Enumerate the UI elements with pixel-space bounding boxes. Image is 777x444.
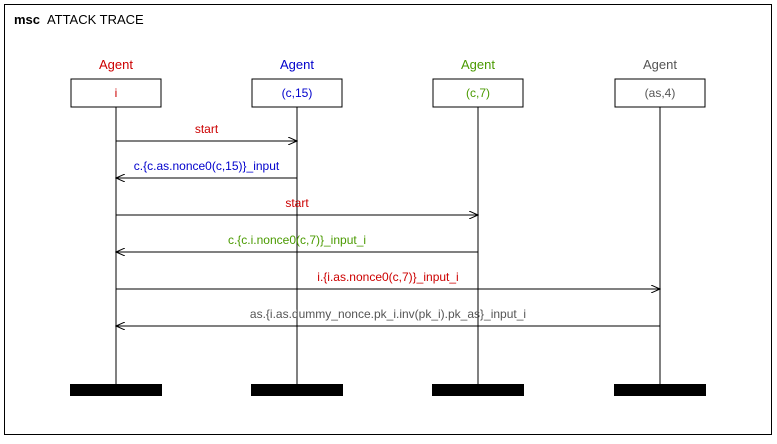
message-label: start [195,122,219,136]
agent-role-label: Agent [461,57,495,72]
agent-role-label: Agent [643,57,677,72]
lifeline-0: Agent i [70,57,162,396]
agent-role-label: Agent [280,57,314,72]
title-text: ATTACK TRACE [47,12,144,27]
message-label: as.{i.as.dummy_nonce.pk_i.inv(pk_i).pk_a… [250,307,526,321]
lifeline-end-bar [70,384,162,396]
agent-name-label: (as,4) [645,86,676,100]
lifeline-end-bar [614,384,706,396]
message-label: c.{c.i.nonce0(c,7)}_input_i [228,233,366,247]
agent-box [614,78,706,108]
agent-name-label: (c,7) [466,86,490,100]
title-prefix: msc [14,12,40,27]
message-0: start [116,122,297,141]
lifeline-1: Agent (c,15) [251,57,343,396]
message-label: start [285,196,309,210]
diagram-frame [4,4,772,435]
lifeline-3: Agent (as,4) [614,57,706,396]
agent-box [432,78,524,108]
lifeline-end-bar [251,384,343,396]
lifeline-2: Agent (c,7) [432,57,524,396]
lifeline-end-bar [432,384,524,396]
message-label: c.{c.as.nonce0(c,15)}_input [134,159,280,173]
agent-role-label: Agent [99,57,133,72]
agent-box [251,78,343,108]
agent-name-label: i [115,86,118,100]
message-4: i.{i.as.nonce0(c,7)}_input_i [116,270,660,289]
message-1: c.{c.as.nonce0(c,15)}_input [116,159,297,178]
message-3: c.{c.i.nonce0(c,7)}_input_i [116,233,478,252]
message-5: as.{i.as.dummy_nonce.pk_i.inv(pk_i).pk_a… [116,307,660,326]
message-2: start [116,196,478,215]
agent-name-label: (c,15) [282,86,313,100]
message-label: i.{i.as.nonce0(c,7)}_input_i [317,270,458,284]
diagram-title: msc ATTACK TRACE [14,12,144,27]
